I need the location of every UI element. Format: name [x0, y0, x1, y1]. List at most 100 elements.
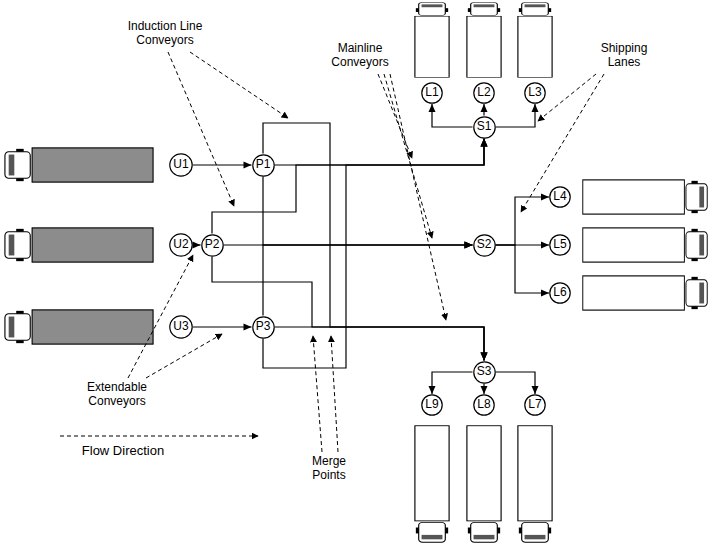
- arrow-head: [481, 139, 488, 147]
- arrow-head: [465, 242, 473, 249]
- conveyor-line: [193, 326, 252, 327]
- station-circle: L5: [549, 234, 571, 256]
- callout-label: Shipping Lanes: [584, 42, 664, 70]
- conveyor-connector: [496, 194, 550, 246]
- arrow-head: [481, 353, 488, 361]
- conveyor-connector: [193, 242, 201, 249]
- arrow-head: [481, 139, 488, 147]
- arrow-head: [532, 104, 539, 112]
- station-label: U1: [173, 158, 188, 171]
- station-circle: U1: [169, 153, 193, 177]
- arrow-head: [481, 386, 488, 394]
- conveyor-connector: [429, 372, 473, 394]
- conveyor-line: [496, 104, 536, 127]
- conveyor-connector: [429, 104, 473, 127]
- conveyor-connector: [481, 384, 488, 395]
- station-circle: L9: [421, 394, 443, 416]
- arrow-head: [481, 353, 488, 361]
- station-label: P2: [205, 238, 220, 251]
- station-circle: L7: [524, 394, 546, 416]
- arrow-head: [481, 353, 488, 361]
- arrow-head: [541, 290, 549, 297]
- conveyor-line: [212, 257, 484, 361]
- station-label: P3: [256, 320, 271, 333]
- conveyor-connector: [496, 245, 550, 297]
- station-label: S3: [477, 365, 492, 378]
- arrow-head: [481, 139, 488, 147]
- conveyor-line: [263, 245, 473, 316]
- conveyor-connector: [275, 327, 488, 361]
- station-circle: U2: [169, 233, 193, 257]
- conveyor-line: [193, 164, 252, 165]
- callout-label: Flow Direction: [48, 444, 198, 459]
- arrow-head: [429, 104, 436, 112]
- conveyor-connector: [263, 242, 473, 316]
- station-label: S2: [477, 238, 492, 251]
- station-label: L8: [477, 398, 490, 411]
- station-circle: P3: [252, 316, 275, 339]
- station-label: L4: [553, 190, 566, 203]
- arrow-head: [429, 386, 436, 394]
- station-circle: L3: [524, 82, 546, 104]
- station-label: S1: [477, 120, 492, 133]
- conveyor-line: [496, 245, 550, 293]
- conveyor-line: [275, 327, 485, 361]
- station-circle: P1: [252, 154, 275, 177]
- conveyor-line: [496, 372, 536, 394]
- conveyor-line: [496, 197, 550, 245]
- conveyor-line: [263, 123, 484, 361]
- arrow-head: [244, 324, 252, 331]
- callout-label: Extendable Conveyors: [62, 381, 172, 409]
- conveyor-connector: [263, 123, 488, 361]
- conveyor-line: [212, 139, 484, 234]
- conveyor-line: [263, 177, 473, 246]
- station-circle: L1: [421, 82, 443, 104]
- station-circle: U3: [169, 315, 193, 339]
- conveyor-line: [275, 139, 485, 166]
- conveyor-connector: [496, 372, 539, 394]
- conveyor-connector: [275, 139, 488, 166]
- station-label: L1: [425, 86, 438, 99]
- arrow-head: [481, 104, 488, 112]
- station-label: L6: [553, 286, 566, 299]
- station-label: P1: [256, 158, 271, 171]
- arrow-head: [244, 162, 252, 169]
- callout-label: Merge Points: [296, 455, 362, 483]
- callout-label: Mainline Conveyors: [318, 42, 402, 70]
- station-circle: L4: [549, 186, 571, 208]
- conveyor-line: [263, 139, 484, 369]
- station-label: L7: [528, 398, 541, 411]
- station-circle: S3: [473, 361, 496, 384]
- conveyor-connector: [481, 104, 488, 116]
- station-circle: P2: [201, 234, 224, 257]
- arrow-head: [465, 242, 473, 249]
- station-label: L2: [477, 86, 490, 99]
- station-circle: L8: [473, 394, 495, 416]
- station-label: U2: [173, 238, 188, 251]
- conveyor-connector: [212, 139, 488, 234]
- conveyor-connector: [496, 104, 539, 127]
- arrow-head: [541, 194, 549, 201]
- station-label: L3: [528, 86, 541, 99]
- station-label: U3: [173, 320, 188, 333]
- station-circle: S2: [473, 234, 496, 257]
- conveyor-line: [432, 104, 473, 127]
- station-circle: L2: [473, 82, 495, 104]
- conveyor-line: [432, 372, 473, 394]
- arrow-head: [532, 386, 539, 394]
- station-label: L9: [425, 398, 438, 411]
- conveyor-connector: [212, 257, 488, 361]
- station-label: L5: [553, 238, 566, 251]
- arrow-head: [541, 242, 549, 249]
- conveyor-connector: [193, 324, 252, 331]
- conveyor-connector: [193, 162, 252, 169]
- arrow-head: [193, 242, 201, 249]
- station-circle: S1: [473, 116, 496, 139]
- arrow-head: [465, 242, 473, 249]
- conveyor-connector: [263, 139, 488, 369]
- station-circle: L6: [549, 282, 571, 304]
- callout-label: Induction Line Conveyors: [105, 20, 225, 48]
